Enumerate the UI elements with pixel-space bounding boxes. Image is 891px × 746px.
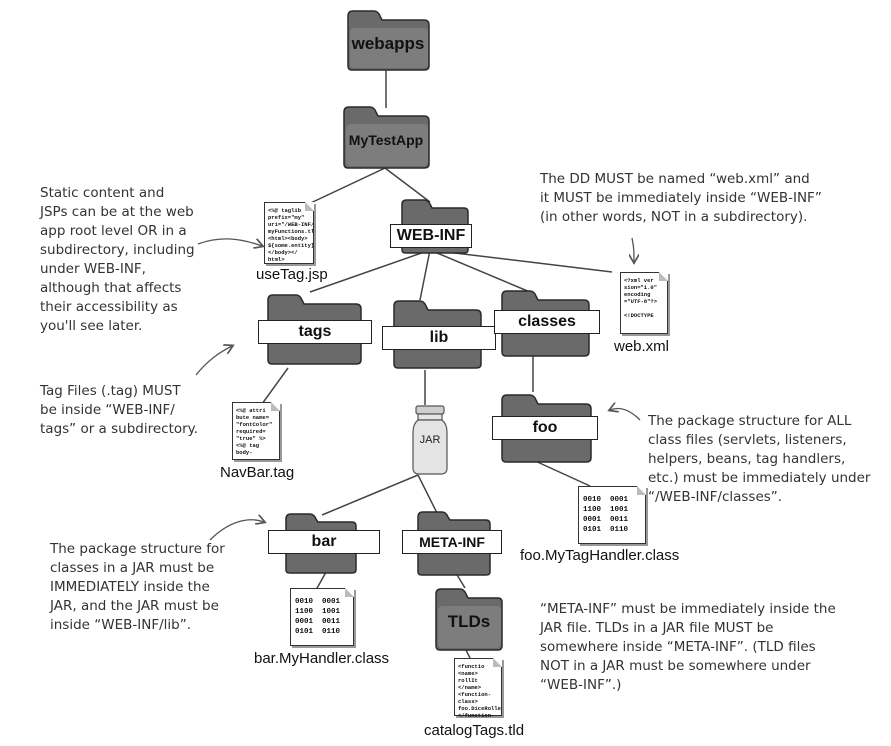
file-navbar-tag-icon[interactable]: <%@ attri bute name= "fontColor" require…	[232, 402, 280, 460]
file-navbar-content: <%@ attri bute name= "fontColor" require…	[236, 407, 273, 456]
note-tag-files: Tag Files (.tag) MUST be inside “WEB-INF…	[40, 383, 199, 437]
file-catalog-label[interactable]: catalogTags.tld	[424, 722, 525, 739]
file-foo-class-icon[interactable]: 0010 0001 1100 1001 0001 0011 0101 0110	[578, 486, 646, 544]
note-dd-web-xml: The DD MUST be named “web.xml” and it MU…	[540, 171, 822, 225]
jar-shape	[412, 405, 448, 475]
file-catalog-content: <functio <name> rollIt </name> <function…	[458, 663, 501, 719]
folder-classes[interactable]: classes	[492, 288, 600, 358]
note-static-content: Static content and JSPs can be at the we…	[40, 185, 195, 334]
folder-label-mytestapp: MyTestApp	[348, 132, 424, 148]
folder-label-tlds: TLDs	[447, 612, 491, 631]
jar-label: JAR	[419, 434, 441, 446]
file-usetag-content: <%@ taglib prefix="my" uri="/WEB-INF/ my…	[268, 207, 313, 263]
folder-icon	[347, 10, 430, 71]
folder-label-webapps: webapps	[351, 34, 425, 53]
file-bar-class-label[interactable]: bar.MyHandler.class	[254, 650, 390, 667]
folder-tags[interactable]: tags	[256, 292, 376, 366]
folder-meta-inf[interactable]: META-INF	[400, 510, 504, 576]
file-web-xml-content: <?xml ver sion="1.0" encoding ="UTF-8"?>…	[624, 277, 658, 319]
folder-tlds[interactable]: TLDs	[434, 586, 504, 652]
note-meta-inf: “META-INF” must be immediately inside th…	[540, 601, 836, 693]
folder-icon	[343, 106, 430, 169]
file-web-xml-label[interactable]: web.xml	[614, 338, 670, 355]
folder-bar[interactable]: bar	[266, 512, 382, 574]
folder-mytestapp[interactable]: MyTestApp	[340, 104, 432, 170]
file-web-xml-icon[interactable]: <?xml ver sion="1.0" encoding ="UTF-8"?>…	[620, 272, 668, 334]
file-navbar-label[interactable]: NavBar.tag	[220, 464, 295, 481]
file-usetag-jsp-icon[interactable]: <%@ taglib prefix="my" uri="/WEB-INF/ my…	[264, 202, 314, 264]
folder-label-bar: bar	[268, 530, 380, 554]
folder-label-lib: lib	[382, 326, 496, 350]
folder-foo[interactable]: foo	[490, 392, 600, 464]
file-bar-class-content: 0010 0001 1100 1001 0001 0011 0101 0110	[295, 598, 341, 636]
folder-icon	[435, 588, 503, 651]
file-foo-class-label[interactable]: foo.MyTagHandler.class	[520, 547, 680, 564]
note-package-classes: The package structure for ALL class file…	[648, 413, 871, 505]
folder-label-meta-inf: META-INF	[402, 530, 502, 554]
file-foo-class-content: 0010 0001 1100 1001 0001 0011 0101 0110	[583, 496, 629, 534]
folder-label-web-inf: WEB-INF	[390, 224, 472, 248]
folder-lib[interactable]: lib	[380, 298, 498, 370]
file-usetag-label[interactable]: useTag.jsp	[256, 266, 328, 283]
file-catalog-tld-icon[interactable]: <functio <name> rollIt </name> <function…	[454, 658, 502, 719]
folder-label-classes: classes	[494, 310, 600, 334]
folder-web-inf[interactable]: WEB-INF	[388, 198, 472, 254]
jar-icon[interactable]: JAR	[410, 404, 450, 476]
note-jar-package: The package structure for classes in a J…	[50, 541, 225, 633]
folder-label-foo: foo	[492, 416, 598, 440]
folder-webapps[interactable]: webapps	[344, 8, 432, 72]
folder-label-tags: tags	[258, 320, 372, 344]
file-bar-class-icon[interactable]: 0010 0001 1100 1001 0001 0011 0101 0110	[290, 588, 354, 646]
